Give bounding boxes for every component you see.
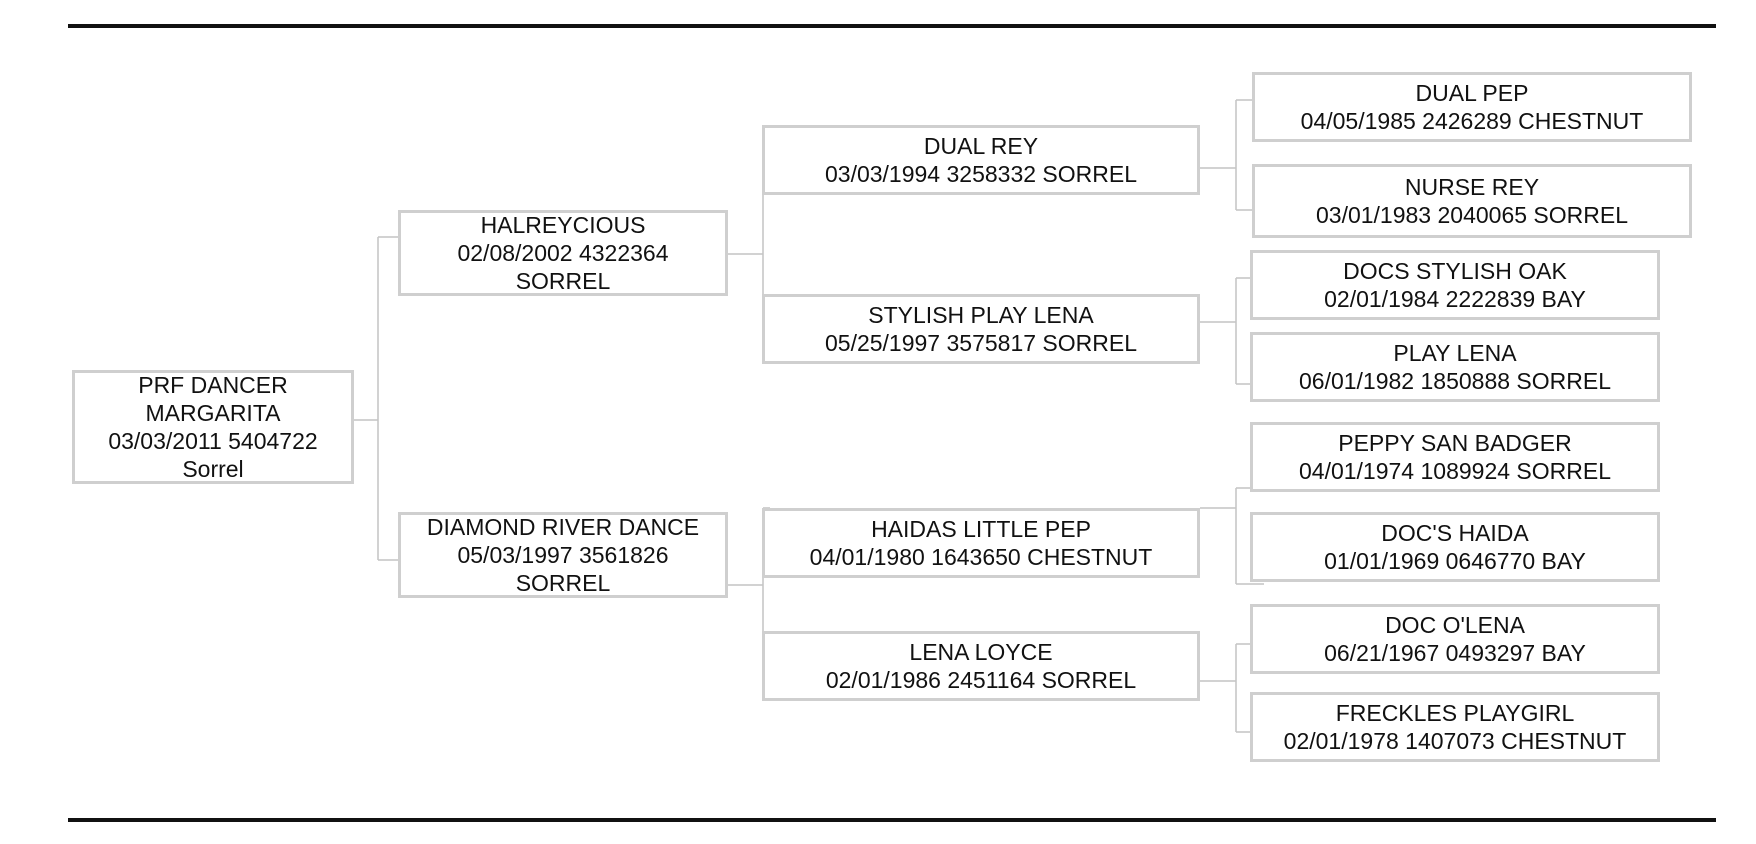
subject-name-line2: MARGARITA (145, 400, 281, 426)
great-grandparent-box-6: DOC'S HAIDA 01/01/1969 0646770 BAY (1250, 512, 1660, 582)
subject-registration: 03/03/2011 5404722 (108, 428, 318, 454)
dam-name: DIAMOND RIVER DANCE (426, 514, 700, 540)
sire-name: HALREYCIOUS (480, 212, 646, 238)
sire-dam-info: 05/25/1997 3575817 SORREL (824, 330, 1138, 356)
great-grandparent-8-name: FRECKLES PLAYGIRL (1335, 700, 1575, 726)
great-grandparent-8-info: 02/01/1978 1407073 CHESTNUT (1283, 728, 1627, 754)
sire-dam-name: STYLISH PLAY LENA (868, 302, 1094, 328)
sire-dam-box: STYLISH PLAY LENA 05/25/1997 3575817 SOR… (762, 294, 1200, 364)
sire-sire-name: DUAL REY (923, 133, 1039, 159)
dam-registration: 05/03/1997 3561826 (457, 542, 669, 568)
dam-color: SORREL (515, 570, 611, 596)
great-grandparent-box-7: DOC O'LENA 06/21/1967 0493297 BAY (1250, 604, 1660, 674)
great-grandparent-box-2: NURSE REY 03/01/1983 2040065 SORREL (1252, 164, 1692, 238)
dam-sire-info: 04/01/1980 1643650 CHESTNUT (809, 544, 1153, 570)
great-grandparent-box-5: PEPPY SAN BADGER 04/01/1974 1089924 SORR… (1250, 422, 1660, 492)
sire-sire-info: 03/03/1994 3258332 SORREL (824, 161, 1138, 187)
great-grandparent-4-info: 06/01/1982 1850888 SORREL (1298, 368, 1612, 394)
great-grandparent-box-3: DOCS STYLISH OAK 02/01/1984 2222839 BAY (1250, 250, 1660, 320)
top-rule (68, 24, 1716, 28)
great-grandparent-2-info: 03/01/1983 2040065 SORREL (1315, 202, 1629, 228)
great-grandparent-3-name: DOCS STYLISH OAK (1343, 258, 1567, 284)
great-grandparent-4-name: PLAY LENA (1393, 340, 1517, 366)
great-grandparent-6-name: DOC'S HAIDA (1381, 520, 1529, 546)
sire-box: HALREYCIOUS 02/08/2002 4322364 SORREL (398, 210, 728, 296)
great-grandparent-2-name: NURSE REY (1404, 174, 1540, 200)
sire-color: SORREL (515, 268, 611, 294)
dam-sire-box: HAIDAS LITTLE PEP 04/01/1980 1643650 CHE… (762, 508, 1200, 578)
dam-dam-name: LENA LOYCE (909, 639, 1053, 665)
great-grandparent-6-info: 01/01/1969 0646770 BAY (1324, 548, 1586, 574)
great-grandparent-7-name: DOC O'LENA (1385, 612, 1525, 638)
great-grandparent-box-1: DUAL PEP 04/05/1985 2426289 CHESTNUT (1252, 72, 1692, 142)
dam-dam-box: LENA LOYCE 02/01/1986 2451164 SORREL (762, 631, 1200, 701)
bottom-rule (68, 818, 1716, 822)
subject-name-line1: PRF DANCER (138, 372, 288, 398)
great-grandparent-1-name: DUAL PEP (1415, 80, 1529, 106)
great-grandparent-5-name: PEPPY SAN BADGER (1338, 430, 1572, 456)
great-grandparent-box-4: PLAY LENA 06/01/1982 1850888 SORREL (1250, 332, 1660, 402)
dam-dam-info: 02/01/1986 2451164 SORREL (825, 667, 1137, 693)
subject-color: Sorrel (182, 456, 244, 482)
great-grandparent-1-info: 04/05/1985 2426289 CHESTNUT (1300, 108, 1644, 134)
sire-registration: 02/08/2002 4322364 (457, 240, 669, 266)
dam-sire-name: HAIDAS LITTLE PEP (871, 516, 1091, 542)
great-grandparent-box-8: FRECKLES PLAYGIRL 02/01/1978 1407073 CHE… (1250, 692, 1660, 762)
subject-horse-box: PRF DANCER MARGARITA 03/03/2011 5404722 … (72, 370, 354, 484)
great-grandparent-5-info: 04/01/1974 1089924 SORREL (1298, 458, 1612, 484)
dam-box: DIAMOND RIVER DANCE 05/03/1997 3561826 S… (398, 512, 728, 598)
great-grandparent-3-info: 02/01/1984 2222839 BAY (1324, 286, 1586, 312)
sire-sire-box: DUAL REY 03/03/1994 3258332 SORREL (762, 125, 1200, 195)
great-grandparent-7-info: 06/21/1967 0493297 BAY (1324, 640, 1586, 666)
